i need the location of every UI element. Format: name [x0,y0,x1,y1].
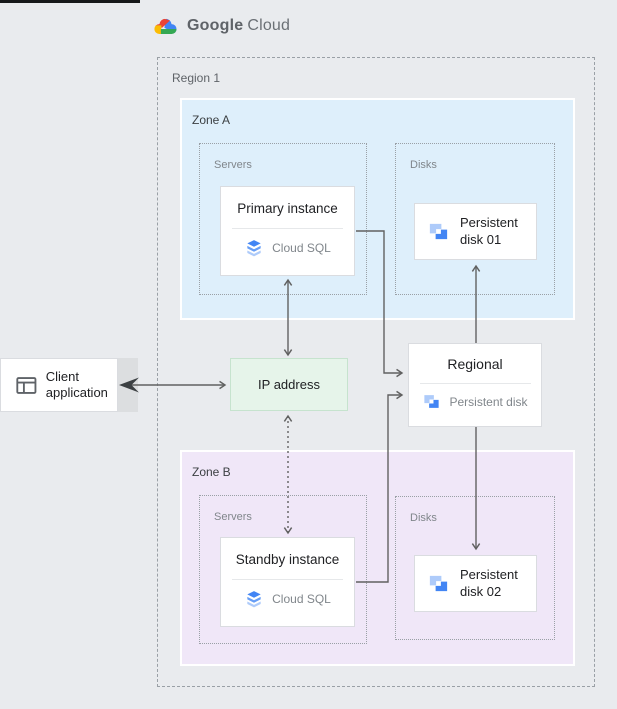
logo-google: Google [187,17,244,34]
persistent-disk-icon [424,395,440,408]
persistent-disk-01-card: Persistent disk 01 [414,203,537,260]
persistent-disk-02-card: Persistent disk 02 [414,555,537,612]
regional-title: Regional [447,356,503,372]
zone-b-disks-label: Disks [410,512,437,524]
persistent-disk-01-label: Persistent disk 01 [460,214,518,247]
zone-a-disks-group: Disks [395,143,555,295]
divider [232,579,343,580]
divider [232,228,343,229]
primary-instance-title: Primary instance [237,201,338,216]
standby-instance-title: Standby instance [235,552,340,567]
cloud-sql-icon [247,591,261,608]
client-application-label: Client application [45,368,108,400]
persistent-disk-icon [429,575,448,592]
persistent-disk-02-label: Persistent disk 02 [460,566,518,599]
client-application-icon [16,376,37,394]
client-shade-strip [118,358,138,412]
primary-instance-caption: Cloud SQL [272,241,331,255]
ip-address-card: IP address [230,358,348,411]
logo-cloud: Cloud [247,17,291,34]
standby-instance-caption: Cloud SQL [272,592,331,606]
zone-a-servers-group: Servers [199,143,367,295]
zone-b-label: Zone B [192,465,231,479]
zone-a-servers-label: Servers [214,159,252,171]
client-application-card: Client application [0,358,118,412]
primary-instance-card: Primary instance Cloud SQL [220,186,355,276]
zone-a-disks-label: Disks [410,159,437,171]
region-1-boundary: Region 1 [157,57,595,687]
zone-a-label: Zone A [192,113,231,127]
divider [419,383,531,384]
google-cloud-logo-icon [154,18,177,34]
persistent-disk-icon [429,223,448,240]
regional-persistent-disk-card: Regional Persistent disk [408,343,542,427]
zone-b-servers-label: Servers [214,511,252,523]
ip-address-label: IP address [258,377,320,392]
cloud-sql-icon [247,240,261,257]
region-label: Region 1 [172,71,221,85]
regional-caption: Persistent disk [449,394,528,409]
standby-instance-card: Standby instance Cloud SQL [220,537,355,627]
top-black-bar [0,0,140,3]
